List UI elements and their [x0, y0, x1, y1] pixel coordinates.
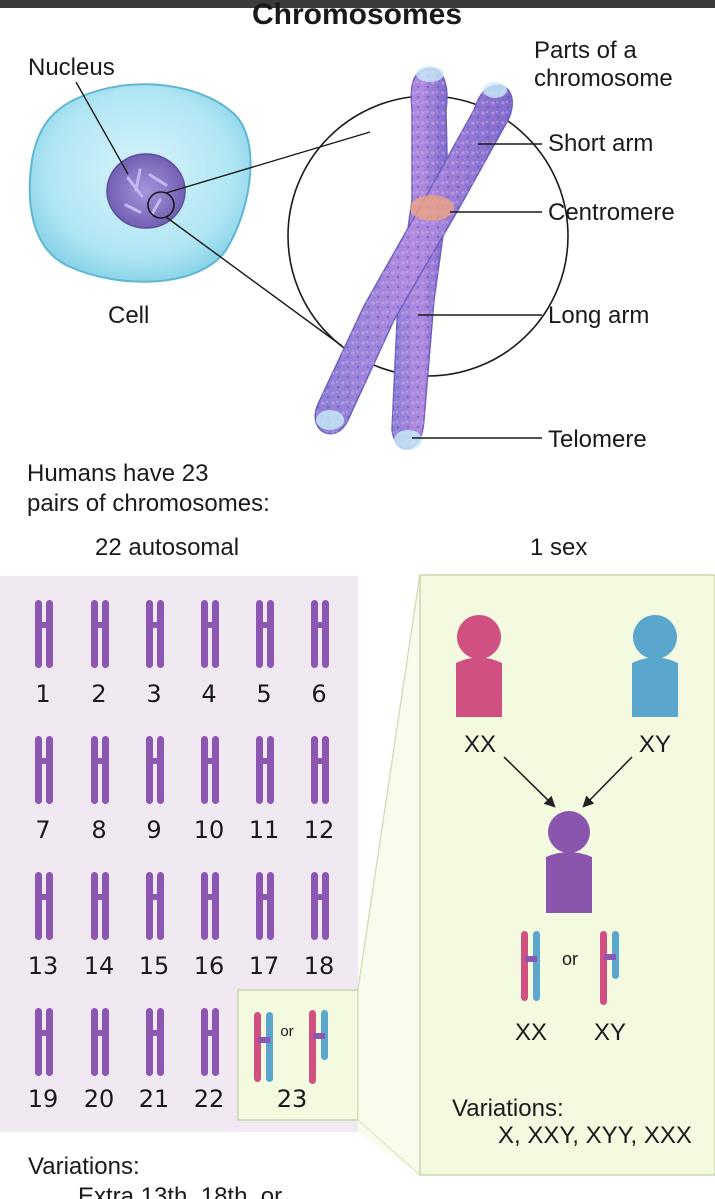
autosome-number-1: 1 — [35, 680, 50, 708]
autosome-pair-15 — [146, 872, 164, 940]
child-xy-chromosome — [600, 931, 619, 1005]
parts-heading-line1: Parts of a — [534, 37, 637, 64]
sex-connector-fill — [358, 575, 420, 1175]
telomere-label: Telomere — [548, 426, 647, 453]
child-or: or — [562, 949, 578, 969]
parts-pointers — [412, 143, 542, 439]
autosome-pair-12 — [311, 736, 329, 804]
autosome-number-2: 2 — [91, 680, 106, 708]
autosome-pair-5 — [256, 600, 274, 668]
autosome-number-21: 21 — [139, 1085, 170, 1113]
arrow-from-mother — [503, 756, 556, 808]
pair23-or: or — [280, 1023, 293, 1040]
autosome-pair-19 — [35, 1008, 53, 1076]
autosome-number-15: 15 — [139, 952, 170, 980]
autosomal-heading: 22 autosomal — [95, 534, 239, 561]
father-figure — [632, 615, 678, 717]
large-chromosome — [314, 66, 513, 450]
autosome-number-12: 12 — [304, 816, 335, 844]
autosome-number-8: 8 — [91, 816, 106, 844]
child-figure — [546, 811, 592, 913]
autosome-pair-14 — [91, 872, 109, 940]
autosome-pair-3 — [146, 600, 164, 668]
autosomal-variations-title: Variations: — [28, 1153, 140, 1180]
sex-variations-title: Variations: — [452, 1095, 564, 1122]
autosome-number-20: 20 — [84, 1085, 115, 1113]
autosome-number-18: 18 — [304, 952, 335, 980]
autosomal-variations-text: Extra 13th, 18th, or — [78, 1183, 282, 1199]
sex-heading: 1 sex — [530, 534, 587, 561]
parts-heading-line2: chromosome — [534, 65, 673, 92]
autosome-number-14: 14 — [84, 952, 115, 980]
mother-figure — [456, 615, 502, 717]
child-xy-label: XY — [594, 1019, 626, 1046]
autosome-number-19: 19 — [28, 1085, 59, 1113]
autosome-pair-16 — [201, 872, 219, 940]
pair23-chromosomes: or — [254, 1010, 328, 1084]
autosome-number-3: 3 — [146, 680, 161, 708]
autosome-pair-21 — [146, 1008, 164, 1076]
page-title: Chromosomes — [252, 0, 462, 31]
nucleus-pointer — [75, 81, 129, 175]
summary-line1: Humans have 23 — [27, 460, 208, 487]
arrow-from-father — [582, 756, 633, 808]
nucleus-label: Nucleus — [28, 54, 115, 81]
autosome-pair-22 — [201, 1008, 219, 1076]
father-label: XY — [639, 731, 671, 758]
autosome-number-9: 9 — [146, 816, 161, 844]
nucleus-zoom-circle — [147, 191, 175, 219]
autosome-pair-7 — [35, 736, 53, 804]
autosome-pair-11 — [256, 736, 274, 804]
cell-label: Cell — [108, 302, 149, 329]
nucleus-chromosomes — [124, 168, 168, 216]
mother-label: XX — [464, 731, 496, 758]
autosome-pair-8 — [91, 736, 109, 804]
child-xx-chromosome — [521, 931, 540, 1001]
autosome-pair-6 — [311, 600, 329, 668]
autosome-pair-20 — [91, 1008, 109, 1076]
autosome-number-6: 6 — [311, 680, 326, 708]
autosome-number-4: 4 — [201, 680, 216, 708]
autosome-pair-2 — [91, 600, 109, 668]
pair23-xx — [254, 1012, 273, 1082]
autosome-pair-17 — [256, 872, 274, 940]
zoom-line-top — [165, 131, 371, 194]
autosome-number-16: 16 — [194, 952, 225, 980]
summary-line2: pairs of chromosomes: — [27, 490, 270, 517]
top-bar — [0, 0, 715, 8]
autosome-number-7: 7 — [35, 816, 50, 844]
autosome-pair-9 — [146, 736, 164, 804]
centromere-region — [410, 195, 454, 221]
child-xx-label: XX — [515, 1019, 547, 1046]
autosome-pair-1 — [35, 600, 53, 668]
pair23-number: 23 — [277, 1085, 308, 1113]
autosome-pair-18 — [311, 872, 329, 940]
zoom-line-bottom — [165, 216, 343, 347]
autosome-number-11: 11 — [249, 816, 280, 844]
autosome-number-5: 5 — [256, 680, 271, 708]
autosome-number-13: 13 — [28, 952, 59, 980]
centromere-label: Centromere — [548, 199, 675, 226]
long-arm-label: Long arm — [548, 302, 649, 329]
autosome-pair-13 — [35, 872, 53, 940]
short-arm-label: Short arm — [548, 130, 653, 157]
autosome-number-17: 17 — [249, 952, 280, 980]
sex-variations-list: X, XXY, XYY, XXX — [498, 1122, 692, 1149]
autosome-number-10: 10 — [194, 816, 225, 844]
autosome-pair-10 — [201, 736, 219, 804]
autosome-pair-4 — [201, 600, 219, 668]
pair23-xy — [309, 1010, 328, 1084]
autosome-number-22: 22 — [194, 1085, 225, 1113]
